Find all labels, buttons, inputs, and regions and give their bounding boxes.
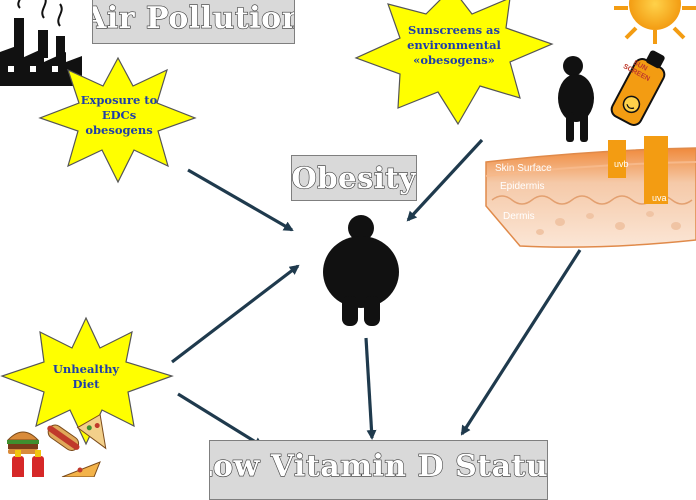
edc-label: Exposure to EDCs obesogens <box>80 93 158 137</box>
diet-star <box>0 316 174 446</box>
arrow-edc-to-obesity <box>187 168 294 232</box>
arrow-diet-to-obesity <box>171 264 300 364</box>
arrow-sunscreen-to-obesity <box>406 138 484 222</box>
diagram-canvas <box>0 0 696 477</box>
factory-icon <box>0 0 82 86</box>
arrow-skin-to-vitd <box>460 249 582 436</box>
dermis-label: Dermis <box>503 211 535 222</box>
obese-person-icon <box>323 215 399 326</box>
sunscreen-star <box>354 0 554 126</box>
ketchup-icon <box>12 450 44 477</box>
edc-star <box>38 56 197 184</box>
skin-surface-label: Skin Surface <box>495 163 552 174</box>
arrow-obesity-to-vitd <box>364 337 377 440</box>
air-pollution-title-text: Air Pollution <box>92 0 295 36</box>
wrap-icon <box>76 413 107 450</box>
sun-icon <box>614 0 696 44</box>
arrows <box>171 138 582 448</box>
food-icons <box>6 413 107 477</box>
arrow-diet-to-vitd <box>177 392 264 448</box>
sunscreen-label: Sunscreens as environmental «obesogens» <box>407 23 501 67</box>
uvb-bar <box>608 140 626 178</box>
person-icon <box>558 56 594 142</box>
uva-bar <box>644 136 668 204</box>
diet-label: Unhealthy Diet <box>52 362 120 391</box>
obesity-title-text: Obesity <box>291 160 417 195</box>
skin-diagram <box>485 136 696 248</box>
burger-icon <box>6 431 40 454</box>
uvb-label: uvb <box>614 159 629 169</box>
vitamin-d-title: Low Vitamin D Status <box>209 440 548 500</box>
uva-label: uva <box>652 193 667 203</box>
obesity-title: Obesity <box>291 155 417 201</box>
sunscreen-bottle-icon <box>610 50 666 126</box>
pizza-icon <box>61 461 101 477</box>
hotdog-icon <box>47 424 80 451</box>
epidermis-label: Epidermis <box>500 181 545 192</box>
vitamin-d-title-text: Low Vitamin D Status <box>209 448 548 484</box>
air-pollution-title: Air Pollution <box>92 0 295 44</box>
